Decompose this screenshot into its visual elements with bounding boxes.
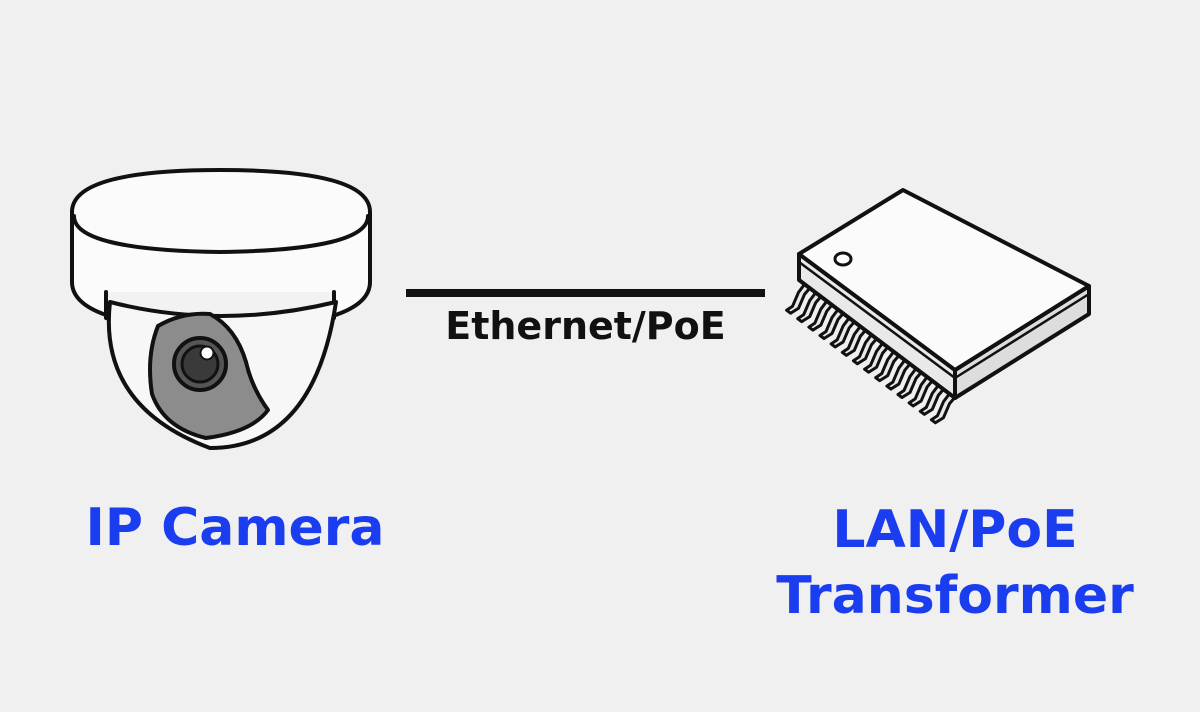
- lan-transformer-chip-icon: [785, 188, 1091, 425]
- transformer-label-line-1: LAN/PoE: [832, 500, 1078, 560]
- camera-label: IP Camera: [85, 498, 385, 558]
- connection-label: Ethernet/PoE: [445, 304, 726, 348]
- transformer-label: LAN/PoE Transformer: [755, 497, 1155, 629]
- dome-camera-icon: [70, 168, 372, 450]
- ethernet-cable-line: [406, 289, 765, 297]
- transformer-label-line-2: Transformer: [776, 566, 1134, 626]
